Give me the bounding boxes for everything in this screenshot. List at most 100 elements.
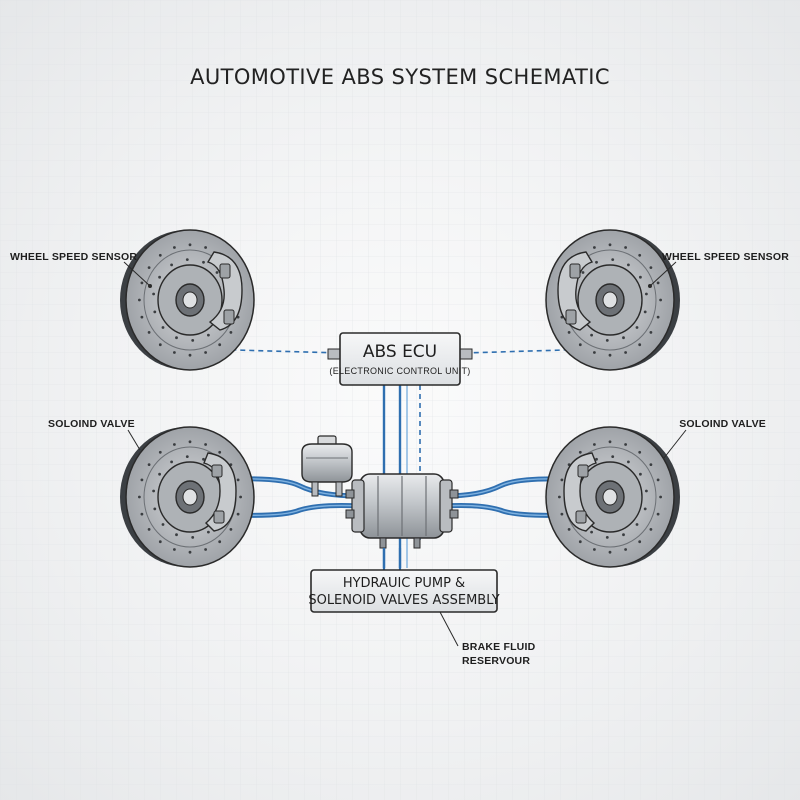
disc-drill-hole — [204, 351, 207, 354]
pump-label-line1: HYDRAUIC PUMP & — [343, 576, 465, 591]
disc-drill-hole — [173, 351, 176, 354]
disc-drill-hole — [627, 263, 630, 267]
disc-drill-hole — [147, 331, 151, 334]
disc-drill-hole — [204, 548, 207, 551]
disc-drill-hole — [202, 457, 205, 461]
disc-drill-hole — [624, 246, 627, 249]
disc-drill-hole — [175, 533, 178, 537]
callouts: WHEEL SPEED SENSOR WHEEL SPEED SENSOR SO… — [10, 251, 789, 667]
disc-drill-hole — [188, 550, 192, 554]
disc-drill-hole — [639, 472, 642, 476]
disc-drill-hole — [170, 460, 173, 464]
disc-drill-hole — [635, 326, 639, 329]
caliper-icon — [206, 251, 243, 331]
ecu-title: ABS ECU — [363, 342, 437, 362]
disc-drill-hole — [229, 528, 233, 531]
disc-drill-hole — [229, 331, 233, 334]
disc-drill-hole — [153, 310, 157, 314]
disc-drill-hole — [158, 275, 161, 279]
disc-drill-hole — [191, 339, 195, 342]
disc-drill-hole — [239, 495, 242, 499]
disc-drill-hole — [635, 523, 639, 526]
disc-drill-hole — [204, 443, 207, 446]
disc-drill-hole — [140, 478, 144, 482]
disc-drill-hole — [140, 281, 144, 285]
disc-drill-hole — [185, 258, 189, 261]
disc-drill-hole — [158, 450, 162, 454]
disc-drill-hole — [593, 443, 596, 446]
wheel-front-left — [120, 229, 255, 371]
disc-drill-hole — [611, 258, 615, 261]
disc-drill-hole — [649, 463, 653, 466]
disc-drill-hole — [215, 271, 219, 274]
caliper-icon — [203, 452, 237, 532]
disc-drill-hole — [158, 253, 162, 257]
disc-drill-hole — [236, 512, 240, 516]
disc-drill-hole — [639, 275, 642, 279]
disc-drill-hole — [578, 343, 582, 347]
disc-drill-hole — [560, 478, 564, 482]
disc-drill-hole — [659, 298, 662, 302]
wheel-rear-right — [545, 426, 680, 568]
disc-drill-hole — [622, 533, 625, 537]
label-brake-fluid-reservoir-line1: BRAKE FLUID — [462, 641, 536, 653]
disc-drill-hole — [593, 351, 596, 354]
label-solenoid-valve-right: SOLOIND VALVE — [679, 418, 766, 430]
disc-drill-hole — [188, 440, 192, 444]
disc-drill-hole — [593, 548, 596, 551]
caliper-icon — [557, 251, 594, 331]
disc-drill-hole — [202, 260, 205, 264]
disc-drill-hole — [656, 512, 660, 516]
label-wheel-speed-sensor-left: WHEEL SPEED SENSOR — [10, 251, 137, 263]
ecu-subtitle: (ELECTRONIC CONTROL UNIT) — [329, 366, 470, 376]
disc-drill-hole — [170, 263, 173, 267]
disc-drill-hole — [649, 528, 653, 531]
wheel-front-right — [545, 229, 680, 371]
disc-drill-hole — [645, 489, 648, 493]
disc-drill-hole — [578, 540, 582, 544]
disc-drill-hole — [595, 260, 598, 264]
disc-drill-hole — [218, 343, 222, 347]
disc-drill-hole — [659, 495, 662, 499]
disc-drill-hole — [153, 507, 157, 511]
disc-drill-hole — [147, 463, 151, 466]
disc-drill-hole — [645, 292, 648, 296]
pump-assembly-box: HYDRAUIC PUMP & SOLENOID VALVES ASSEMBLY — [308, 548, 500, 613]
disc-drill-hole — [161, 523, 165, 526]
disc-drill-hole — [611, 455, 615, 458]
disc-drill-hole — [578, 450, 582, 454]
disc-drill-hole — [567, 528, 571, 531]
disc-drill-hole — [638, 540, 642, 544]
disc-drill-hole — [605, 536, 609, 539]
disc-drill-hole — [608, 243, 612, 247]
disc-drill-hole — [627, 460, 630, 464]
disc-drill-hole — [595, 457, 598, 461]
disc-drill-hole — [605, 339, 609, 342]
disc-drill-hole — [173, 246, 176, 249]
disc-drill-hole — [590, 530, 593, 534]
disc-drill-hole — [624, 351, 627, 354]
disc-drill-hole — [207, 530, 210, 534]
disc-drill-hole — [158, 540, 162, 544]
disc-drill-hole — [185, 455, 189, 458]
disc-drill-hole — [656, 281, 660, 285]
page-title: AUTOMOTIVE ABS SYSTEM SCHEMATIC — [190, 65, 610, 89]
disc-drill-hole — [624, 443, 627, 446]
disc-drill-hole — [558, 495, 561, 499]
disc-drill-hole — [638, 450, 642, 454]
disc-drill-hole — [188, 353, 192, 357]
disc-drill-hole — [173, 548, 176, 551]
disc-drill-hole — [622, 336, 625, 340]
disc-drill-hole — [608, 550, 612, 554]
disc-drill-hole — [593, 246, 596, 249]
disc-drill-hole — [207, 333, 210, 337]
abs-ecu-box: ABS ECU (ELECTRONIC CONTROL UNIT) — [327, 332, 473, 386]
disc-drill-hole — [643, 507, 647, 511]
disc-drill-hole — [138, 495, 141, 499]
disc-drill-hole — [161, 326, 165, 329]
disc-drill-hole — [656, 315, 660, 319]
disc-drill-hole — [158, 472, 161, 476]
disc-drill-hole — [152, 292, 155, 296]
